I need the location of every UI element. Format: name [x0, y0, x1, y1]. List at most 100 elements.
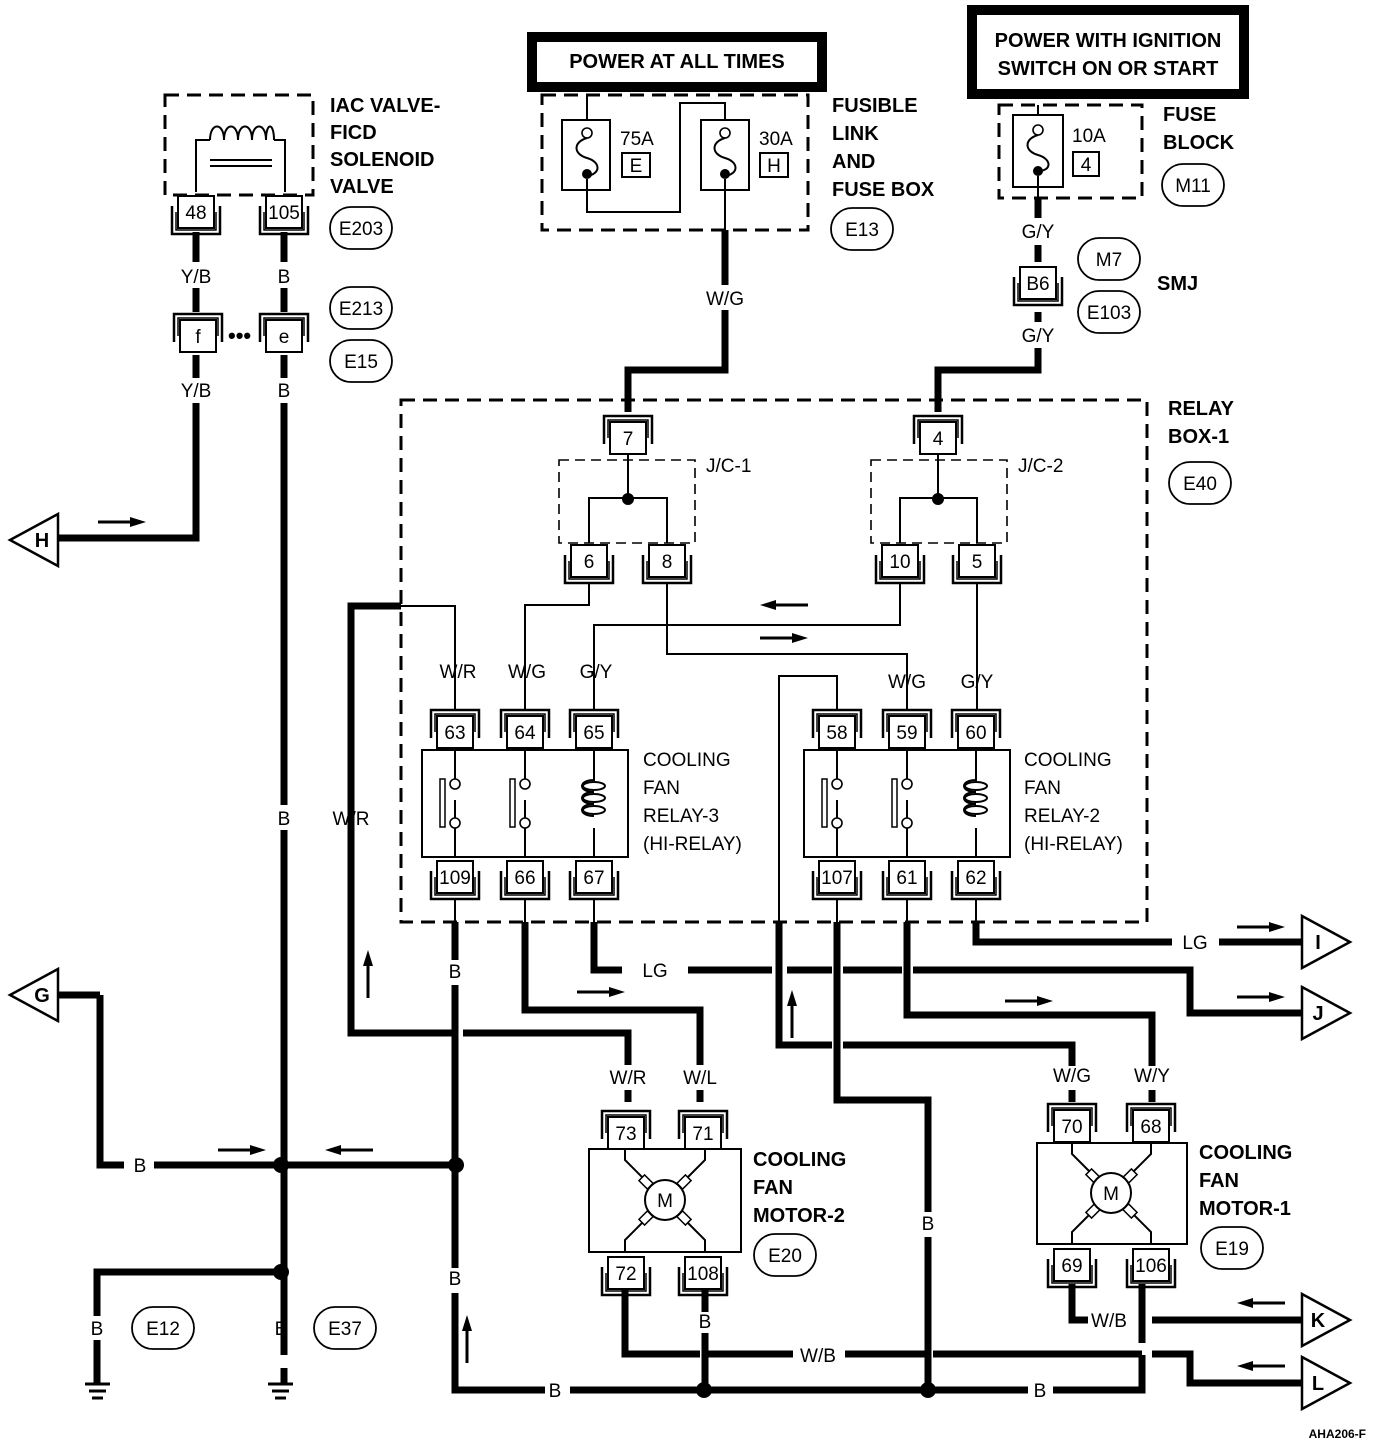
off-page-connector-g[interactable]: G	[7, 966, 60, 1024]
jc2-label: J/C-2	[1018, 456, 1063, 477]
connector-pin: 72	[600, 1256, 652, 1297]
power-ignition-label-1: POWER WITH IGNITION	[995, 30, 1222, 52]
fuse-75a-icon	[575, 127, 599, 179]
fuse-10a-rating: 10A	[1072, 126, 1106, 147]
connector-id: M7	[1096, 250, 1122, 271]
wire-color-label: W/G	[706, 289, 744, 310]
off-page-connectors: H G I J KL	[7, 511, 1353, 1412]
off-page-letter: G	[34, 985, 50, 1007]
wire-color-label: W/R	[333, 809, 370, 830]
wire-color-label: W/Y	[1134, 1066, 1170, 1087]
fuse-10a-icon	[1026, 124, 1050, 176]
internal-wires	[401, 450, 978, 922]
relay2-name-1: COOLING	[1024, 750, 1112, 771]
splice-dot	[273, 1264, 289, 1280]
relay3-name-1: COOLING	[643, 750, 731, 771]
connector-id: E15	[344, 352, 378, 373]
relay2-name-3: RELAY-2	[1024, 806, 1100, 827]
fusible-name-4: FUSE BOX	[832, 179, 935, 201]
connector-pin: B6	[1012, 266, 1064, 307]
flow-arrow-icon	[787, 990, 797, 1038]
off-page-letter: H	[35, 530, 49, 552]
wire-color-label: B	[449, 1269, 462, 1290]
wire-color-label: B	[449, 962, 462, 983]
off-page-connector-j[interactable]: J	[1300, 984, 1353, 1042]
motor1-name-1: COOLING	[1199, 1142, 1292, 1164]
connector-id: E203	[339, 219, 383, 240]
relay-coil-icon	[581, 750, 606, 857]
relay-box-name-2: BOX-1	[1168, 426, 1229, 448]
pin-number: 69	[1061, 1256, 1082, 1277]
pin-number: 5	[972, 552, 983, 573]
off-page-connector-i[interactable]: I	[1300, 913, 1353, 971]
connector-id-badge: E12	[131, 1306, 195, 1350]
connector-id: E213	[339, 299, 383, 320]
solenoid-coil-icon	[195, 125, 286, 192]
power-ignition-label-2: SWITCH ON OR START	[998, 58, 1219, 80]
iac-name-3: SOLENOID	[330, 149, 434, 171]
pin-number: 71	[692, 1124, 713, 1145]
flow-arrow-icon	[577, 987, 625, 997]
connector-id-badge: E40	[1168, 461, 1232, 505]
flow-arrow-icon	[760, 600, 808, 610]
off-page-letter: I	[1315, 932, 1321, 954]
pin-number: 64	[514, 723, 536, 744]
relay3-name-3: RELAY-3	[643, 806, 719, 827]
connector-pin: e	[258, 312, 310, 353]
wire-color-label: W/R	[440, 662, 477, 683]
off-page-connector-l[interactable]: L	[1300, 1354, 1353, 1412]
connector-id-badge: E37	[313, 1306, 377, 1350]
wire-color-label: B	[278, 381, 291, 402]
flow-arrow-icon	[1237, 1298, 1285, 1308]
connector-pin: 73	[600, 1109, 652, 1150]
connector-id-badge: E103	[1077, 290, 1141, 334]
connector-pin: 48	[170, 195, 222, 236]
connector-id: E40	[1183, 474, 1217, 495]
wire-color-label: LG	[1182, 933, 1207, 954]
off-page-connector-k[interactable]: K	[1300, 1291, 1353, 1349]
wire-color-label: LG	[642, 961, 667, 982]
flow-arrow-icon	[325, 1145, 373, 1155]
connector-id-badge: E213	[329, 286, 393, 330]
jc1-label: J/C-1	[706, 456, 751, 477]
wire-color-label: Y/B	[181, 267, 212, 288]
wire-color-label: Y/B	[181, 381, 212, 402]
connector-pin: 63	[429, 708, 481, 749]
iac-name-2: FICD	[330, 122, 377, 144]
wire-color-label: B	[275, 1319, 288, 1340]
connector-pin: 71	[677, 1109, 729, 1150]
flow-arrow-icon	[1237, 1361, 1285, 1371]
pin-number: 72	[615, 1264, 636, 1285]
off-page-letter: K	[1311, 1310, 1326, 1332]
splice-dot	[920, 1382, 936, 1398]
wire-color-label: B	[278, 267, 291, 288]
fusible-name-3: AND	[832, 151, 875, 173]
connector-ellipsis: •••	[228, 323, 251, 348]
power-at-all-times-box: POWER AT ALL TIMES	[527, 32, 827, 92]
motor1-name-2: FAN	[1199, 1170, 1239, 1192]
splice-points	[273, 1157, 936, 1398]
wire-color-label: W/B	[800, 1346, 836, 1367]
pin-number: B6	[1026, 274, 1049, 295]
connector-id-badge: M7	[1077, 237, 1141, 281]
wire-color-label: B	[278, 809, 291, 830]
motor2-name-1: COOLING	[753, 1149, 846, 1171]
harness-wires	[58, 198, 1302, 1394]
pin-number: 58	[826, 723, 847, 744]
connector-pin: 61	[881, 860, 933, 901]
cooling-fan-relay-2: COOLING FAN RELAY-2 (HI-RELAY)	[803, 749, 1123, 858]
junction-connector-1: J/C-1	[558, 456, 751, 544]
connector-id: M11	[1175, 176, 1211, 197]
connector-pin: 107	[811, 860, 863, 901]
pin-number: 8	[662, 552, 673, 573]
pin-number: 65	[583, 723, 604, 744]
off-page-connector-h[interactable]: H	[7, 511, 60, 569]
relay-box-1: RELAY BOX-1	[399, 398, 1235, 924]
motor1-name-3: MOTOR-1	[1199, 1198, 1291, 1220]
pin-number: 66	[514, 868, 535, 889]
pin-number: 10	[889, 552, 910, 573]
connector-pin: 59	[881, 708, 933, 749]
